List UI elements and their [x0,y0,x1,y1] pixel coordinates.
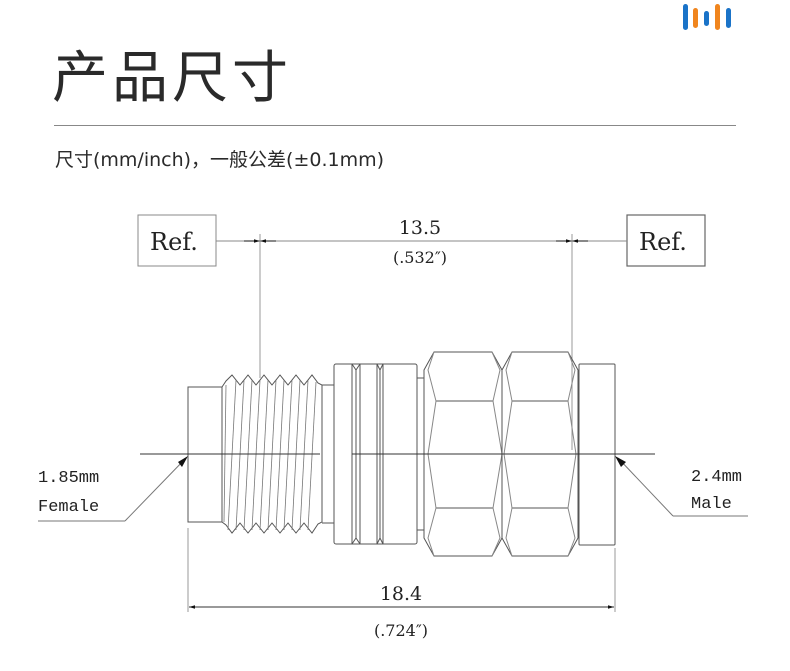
left-callout-size: 1.85mm [38,469,99,488]
right-callout: 2.4mm Male [615,456,748,517]
right-callout-gender: Male [691,495,732,514]
brand-logo [683,2,733,34]
female-thread [221,374,323,534]
logo-bar [683,4,688,30]
page-title: 产品尺寸 [52,46,292,111]
ref-box-right: Ref. [626,214,706,267]
logo-bar [726,8,731,28]
top-dimension: 13.5 (.532″) [216,217,627,450]
ref-label-right: Ref. [639,228,687,256]
ref-box-left: Ref. [137,214,217,267]
bottom-dimension-mm: 18.4 [380,583,422,605]
top-dimension-mm: 13.5 [399,217,441,239]
right-callout-size: 2.4mm [691,468,742,487]
dimension-unit-note: 尺寸(mm/inch)，一般公差(±0.1mm) [55,149,385,171]
logo-bar [715,4,720,30]
logo-bar [704,11,709,26]
logo-bar [693,8,698,28]
bottom-dimension: 18.4 (.724″) [187,528,616,640]
left-callout-gender: Female [38,498,99,517]
title-divider [54,125,736,126]
ref-label-left: Ref. [150,228,198,256]
neck [322,384,334,524]
top-dimension-inch: (.532″) [393,248,447,267]
connector-body [187,351,616,557]
bottom-dimension-inch: (.724″) [374,621,428,640]
left-callout: 1.85mm Female [38,456,188,522]
